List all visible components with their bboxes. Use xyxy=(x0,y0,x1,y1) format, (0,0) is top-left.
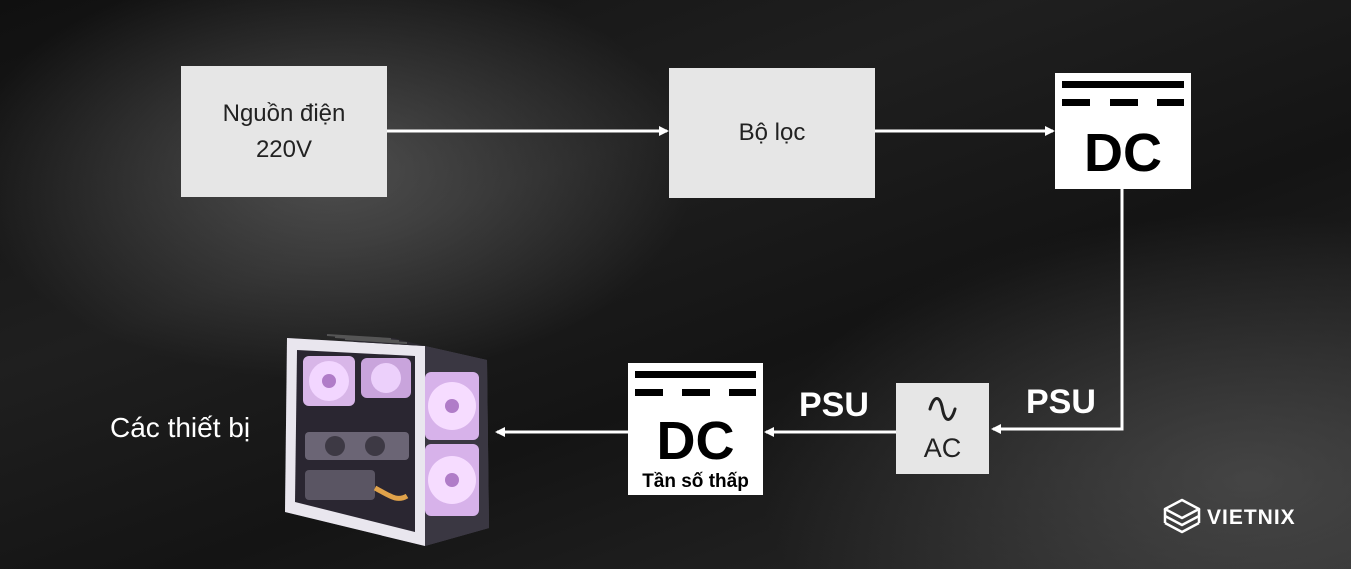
dc-label-top: DC xyxy=(1084,123,1162,183)
dc-solid-line-icon xyxy=(1062,81,1184,88)
devices-label: Các thiết bị xyxy=(110,412,251,443)
filter-box: Bộ lọc xyxy=(669,68,875,198)
dc-box-top: DC xyxy=(1055,73,1191,189)
brand-name: VIETNIX xyxy=(1207,506,1296,529)
sine-wave-icon xyxy=(928,397,957,421)
ac-box: AC xyxy=(896,383,989,474)
ac-label: AC xyxy=(923,433,962,463)
dc-dash-icon xyxy=(729,389,756,396)
stacked-layers-logo-icon xyxy=(1163,498,1201,534)
vietnix-logo: VIETNIX xyxy=(1163,498,1296,538)
dc-dash-icon xyxy=(1110,99,1138,106)
dc-box-low-frequency: DC Tần số thấp xyxy=(628,363,763,495)
dc-dash-icon xyxy=(635,389,663,396)
dc-dash-icon xyxy=(1157,99,1184,106)
power-source-line1: Nguồn điện xyxy=(222,99,346,127)
dc-label-low: DC xyxy=(656,411,735,471)
dc-caption-low-frequency: Tần số thấp xyxy=(642,471,749,492)
dc-solid-line-icon xyxy=(635,371,756,378)
dc-dash-icon xyxy=(682,389,710,396)
psu-label-left: PSU xyxy=(799,386,869,424)
psu-label-right: PSU xyxy=(1026,383,1096,421)
power-source-box: Nguồn điện 220V xyxy=(181,66,387,197)
filter-label: Bộ lọc xyxy=(738,119,806,146)
arrow-dc-to-ac xyxy=(991,189,1124,434)
power-source-line2: 220V xyxy=(255,135,313,163)
pc-case-illustration xyxy=(285,334,489,546)
dc-dash-icon xyxy=(1062,99,1090,106)
